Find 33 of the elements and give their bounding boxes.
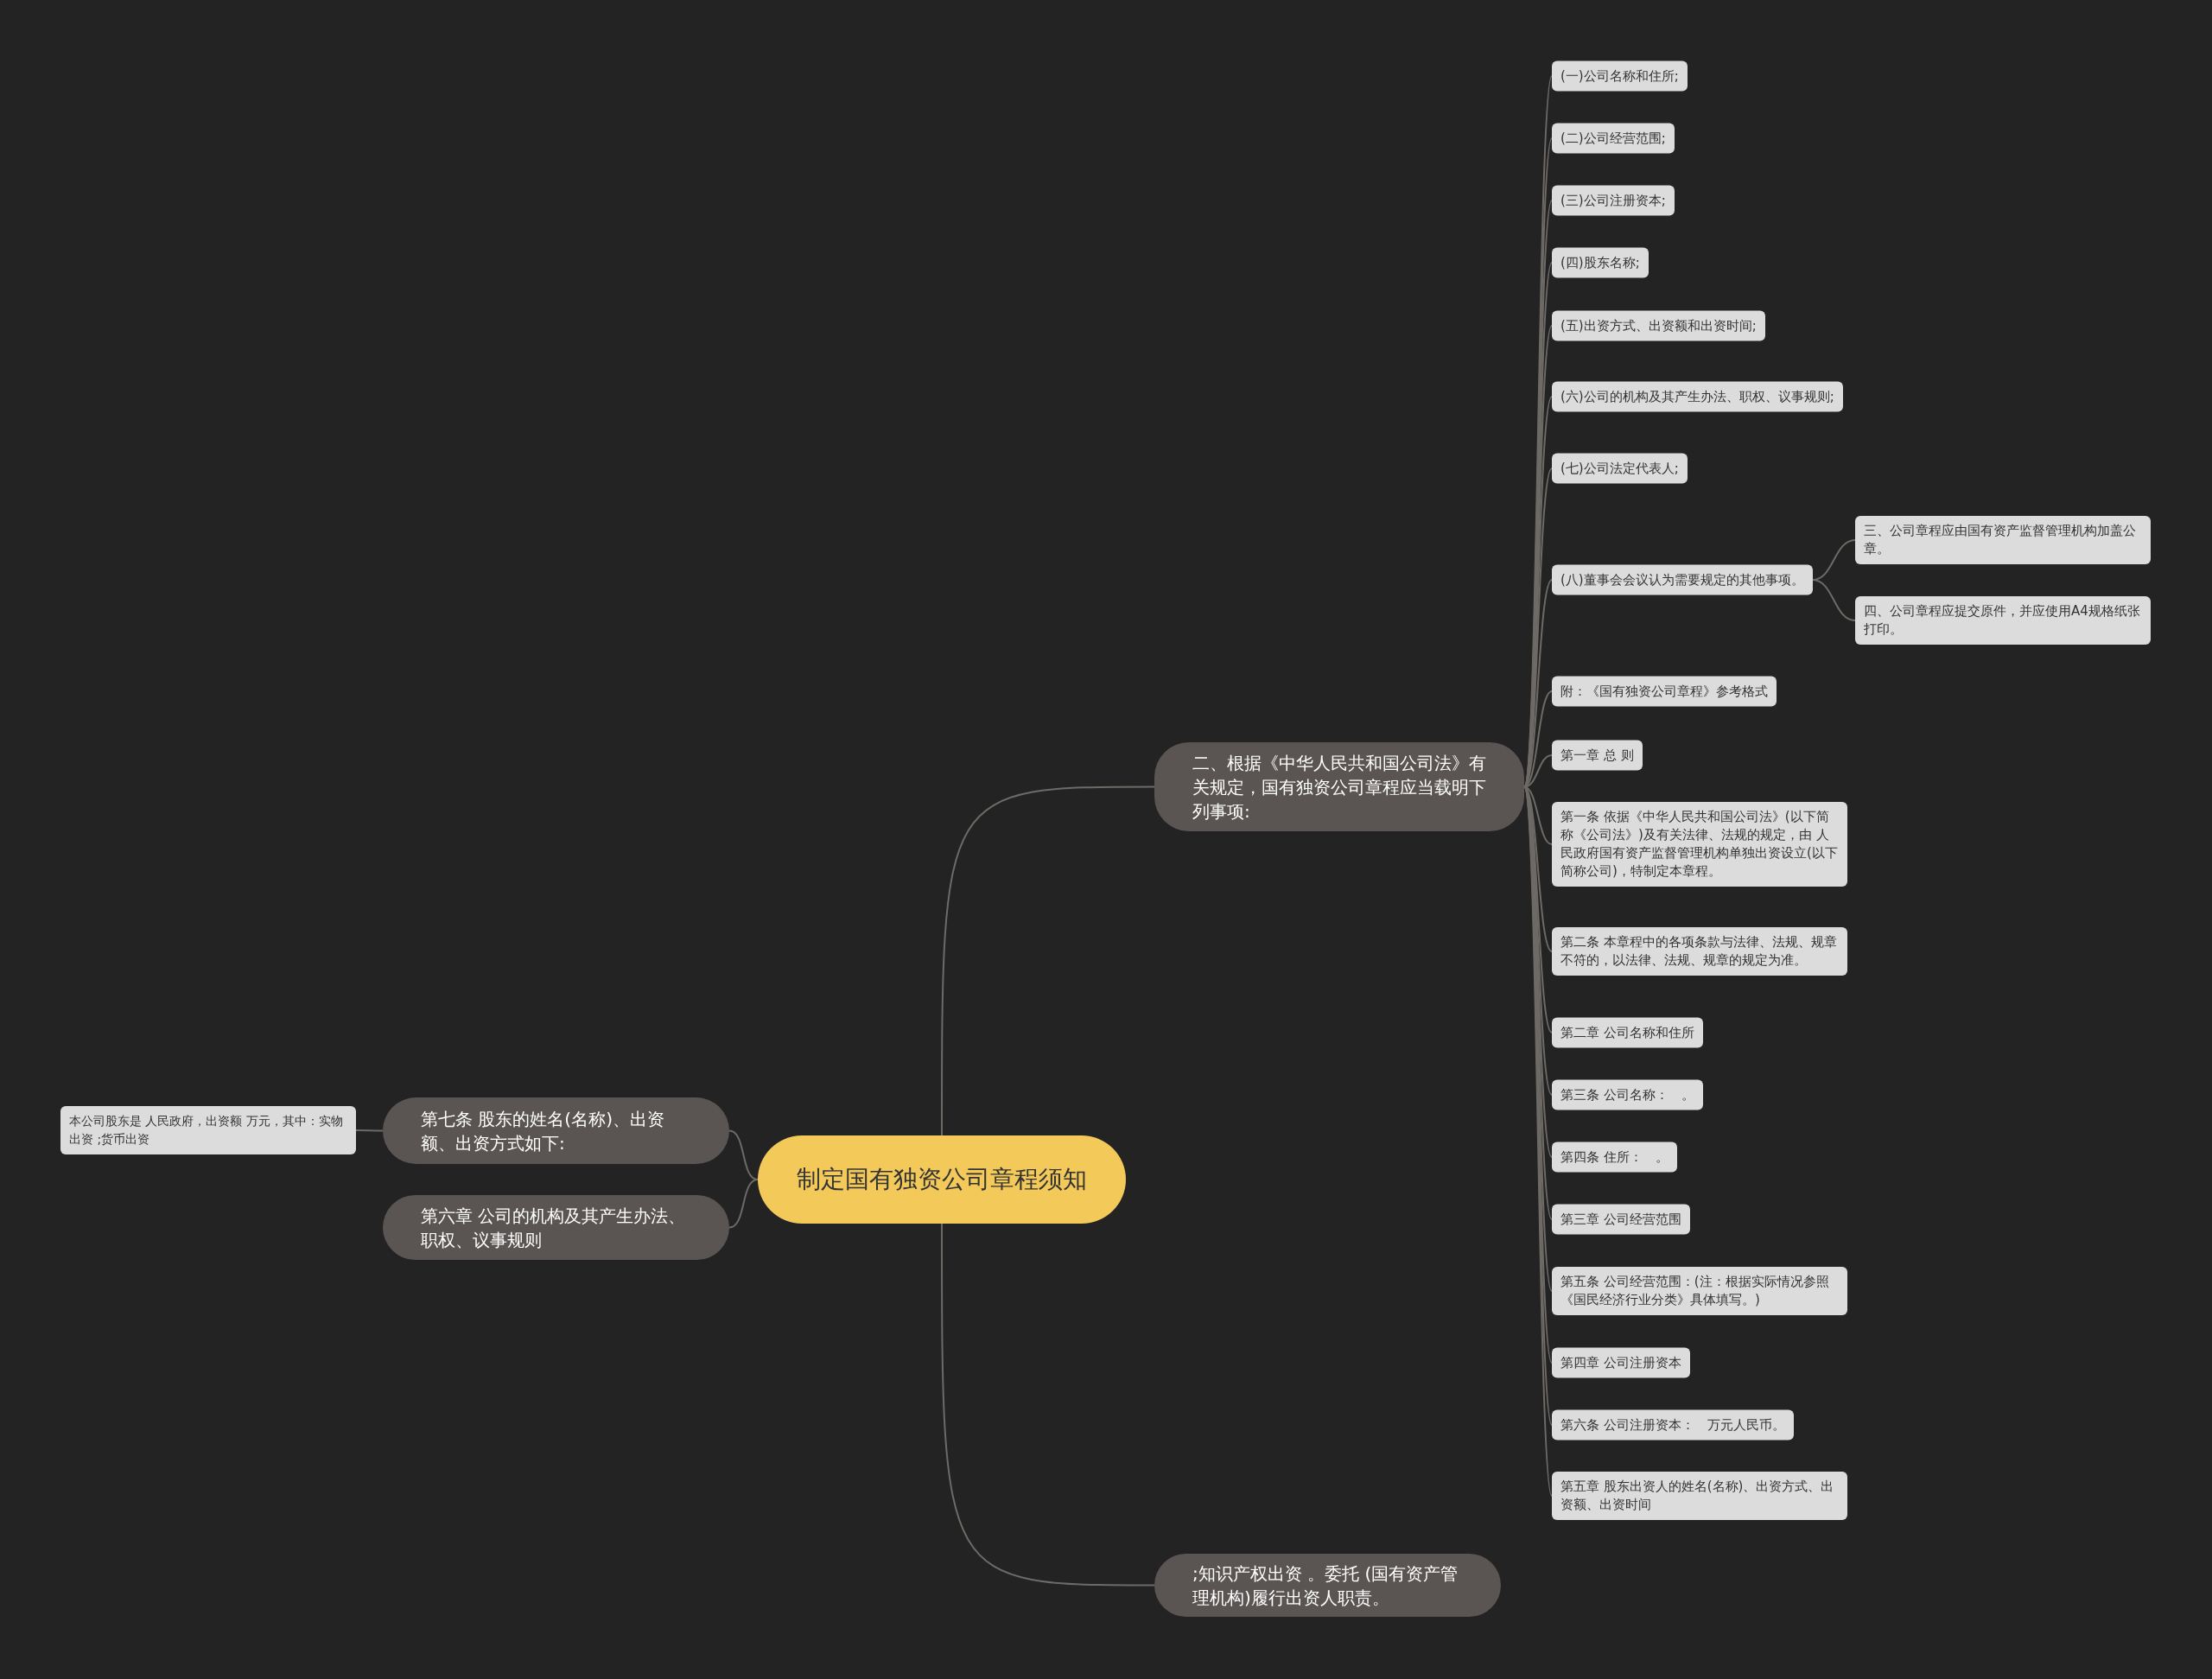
connector-line xyxy=(1811,579,1856,621)
subtopic-box: (四)股东名称; xyxy=(1552,247,1649,278)
subtopic-box: 三、公司章程应由国有资产监督管理机构加盖公章。 xyxy=(1855,516,2151,564)
subtopic-box: 第四章 公司注册资本 xyxy=(1552,1347,1690,1378)
central-topic: 制定国有独资公司章程须知 xyxy=(758,1135,1126,1224)
topic-box: 第六章 公司的机构及其产生办法、职权、议事规则 xyxy=(383,1195,729,1260)
topic-box: 二、根据《中华人民共和国公司法》有关规定，国有独资公司章程应当载明下列事项: xyxy=(1154,742,1524,831)
subtopic-box: 附：《国有独资公司章程》参考格式 xyxy=(1552,676,1777,707)
subtopic-box: 第五章 股东出资人的姓名(名称)、出资方式、出资额、出资时间 xyxy=(1552,1472,1847,1520)
connector-line xyxy=(941,1223,1155,1587)
subtopic-box: (一)公司名称和住所; xyxy=(1552,60,1688,92)
subtopic-box: 第六条 公司注册资本： 万元人民币。 xyxy=(1552,1409,1794,1441)
connector-line xyxy=(728,1179,759,1229)
subtopic-box: 第三条 公司名称： 。 xyxy=(1552,1079,1703,1110)
topic-box: ;知识产权出资 。委托 (国有资产管理机构)履行出资人职责。 xyxy=(1154,1554,1501,1617)
subtopic-box: 本公司股东是 人民政府，出资额 万元，其中：实物出资 ;货币出资 xyxy=(60,1106,356,1154)
subtopic-box: (三)公司注册资本; xyxy=(1552,185,1675,216)
subtopic-box: 第四条 住所： 。 xyxy=(1552,1142,1677,1173)
subtopic-box: (五)出资方式、出资额和出资时间; xyxy=(1552,310,1765,341)
subtopic-box: 第一章 总 则 xyxy=(1552,740,1643,771)
subtopic-box: 第一条 依据《中华人民共和国公司法》(以下简称《公司法》)及有关法律、法规的规定，由 人民政府国有资产监督管理机构单独出资设立(以下简称公司)，特制定本章程。 xyxy=(1552,802,1847,887)
subtopic-box: (七)公司法定代表人; xyxy=(1552,453,1688,484)
subtopic-box: 第五条 公司经营范围：(注：根据实际情况参照《国民经济行业分类》具体填写。) xyxy=(1552,1267,1847,1315)
subtopic-box: 四、公司章程应提交原件，并应使用A4规格纸张打印。 xyxy=(1855,596,2151,645)
subtopic-box: 第二条 本章程中的各项条款与法律、法规、规章不符的，以法律、法规、规章的规定为准。 xyxy=(1552,927,1847,976)
subtopic-box: (六)公司的机构及其产生办法、职权、议事规则; xyxy=(1552,381,1843,412)
connector-line xyxy=(355,1129,384,1132)
subtopic-box: (八)董事会会议认为需要规定的其他事项。 xyxy=(1552,564,1813,595)
subtopic-box: 第三章 公司经营范围 xyxy=(1552,1204,1690,1235)
connector-line xyxy=(941,785,1155,1136)
subtopic-box: 第二章 公司名称和住所 xyxy=(1552,1017,1703,1048)
subtopic-box: (二)公司经营范围; xyxy=(1552,123,1675,154)
topic-box: 第七条 股东的姓名(名称)、出资额、出资方式如下: xyxy=(383,1097,729,1164)
